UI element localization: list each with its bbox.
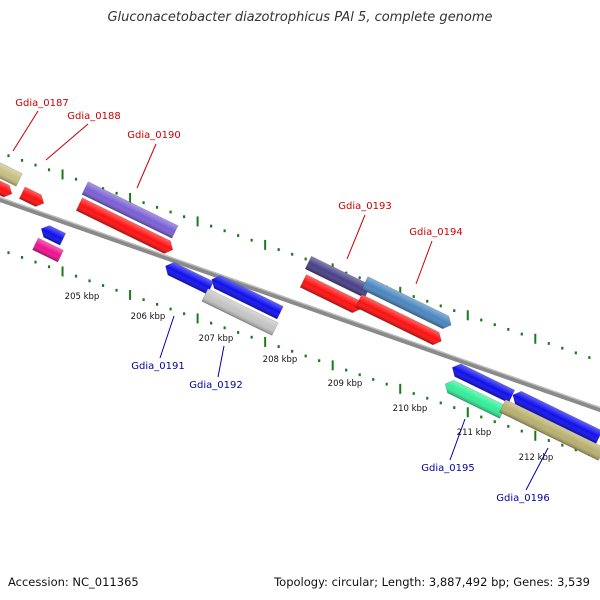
gene-arrow [299, 274, 362, 314]
kbp-label: 206 kbp [131, 312, 166, 322]
gene-label: Gdia_0187 [15, 98, 68, 109]
gene-callout-line [217, 345, 225, 378]
kbp-label: 209 kbp [328, 379, 363, 389]
gene-arrow-shading [0, 178, 12, 198]
accession-text: Accession: NC_011365 [8, 575, 139, 589]
backbone-highlight [0, 196, 600, 409]
gene-arrow-shading [300, 274, 361, 313]
gene-label: Gdia_0191 [131, 361, 184, 372]
gene-arrow [499, 399, 600, 461]
gene-arrow [201, 288, 279, 336]
gene-callouts: Gdia_0187Gdia_0188Gdia_0190Gdia_0191Gdia… [12, 98, 550, 504]
gene-arrow [361, 276, 452, 330]
gene-arrow [81, 181, 179, 239]
gene-arrow-shading [499, 399, 600, 461]
gene-arrow [75, 197, 174, 254]
kbp-label: 208 kbp [263, 355, 298, 365]
gene-arrow [444, 379, 507, 419]
kbp-label: 211 kbp [457, 428, 492, 438]
gene-arrow-shading [76, 197, 173, 254]
gene-arrow-shading [211, 275, 284, 319]
gene-arrow-shading [0, 157, 23, 187]
gene-label: Gdia_0188 [67, 111, 120, 122]
kbp-label: 207 kbp [199, 334, 234, 344]
gene-arrow-shading [81, 181, 179, 239]
gene-arrow-shading [32, 238, 64, 262]
gene-arrow-shading [355, 294, 442, 345]
gene-arrow-shading [165, 262, 214, 295]
gene-callout-line [346, 214, 366, 260]
gene-arrow [512, 390, 600, 444]
gene-arrow-shading [201, 288, 279, 336]
gene-arrow [0, 177, 13, 198]
gene-arrow [451, 363, 516, 404]
gene-arrow-shading [512, 391, 600, 444]
gene-callout-line [449, 418, 466, 461]
gene-label: Gdia_0190 [127, 130, 180, 141]
gene-arrow [18, 186, 45, 207]
gene-arrow [355, 294, 442, 346]
topology-summary: Topology: circular; Length: 3,887,492 bp… [274, 575, 590, 589]
map-title: Gluconacetobacter diazotrophicus PAl 5, … [107, 10, 493, 25]
gene-track [0, 157, 600, 461]
gene-callout-line [415, 240, 433, 285]
gene-arrow [0, 157, 23, 187]
gene-callout-line [45, 123, 89, 161]
gene-label: Gdia_0196 [496, 493, 549, 504]
gene-callout-line [159, 315, 175, 359]
kbp-label: 212 kbp [519, 453, 554, 463]
backbone-line [0, 196, 600, 413]
kbp-label: 205 kbp [65, 292, 100, 302]
gene-callout-line [12, 110, 39, 152]
gene-label: Gdia_0193 [338, 201, 391, 212]
gene-arrow-shading [452, 363, 515, 403]
gene-label: Gdia_0194 [409, 227, 462, 238]
gene-arrow [40, 225, 67, 246]
gene-callout-line [136, 143, 157, 189]
scale-labels: 205 kbp 206 kbp 207 kbp 208 kbp 209 kbp 210 k… [65, 292, 554, 463]
gene-arrow-shading [41, 225, 66, 246]
gene-arrow [211, 275, 284, 320]
genome-backbone [0, 196, 600, 413]
gene-arrow-shading [305, 256, 371, 298]
gene-arrow-shading [19, 186, 44, 207]
kbp-label: 210 kbp [393, 404, 428, 414]
tick-marks [7, 154, 591, 456]
gene-arrow [32, 237, 64, 263]
gene-label: Gdia_0195 [421, 463, 474, 474]
gene-arrow-shading [361, 276, 452, 329]
gene-callout-line [525, 447, 549, 491]
gene-arrow-shading [445, 380, 506, 419]
gene-label: Gdia_0192 [189, 380, 242, 391]
